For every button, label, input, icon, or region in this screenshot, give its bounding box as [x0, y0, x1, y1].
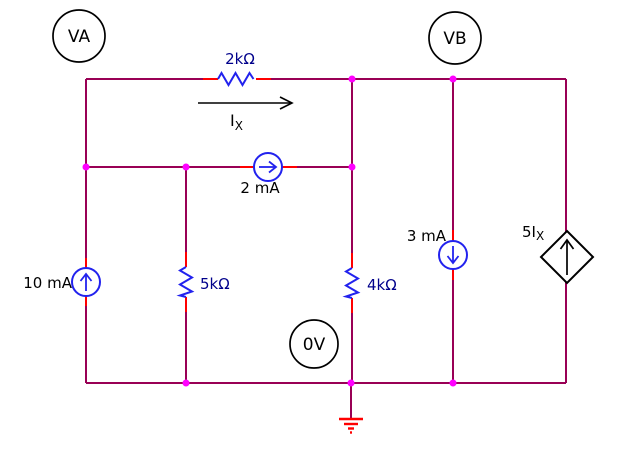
resistor-2k-mask [217, 70, 257, 88]
arrow-right-icon [259, 160, 278, 174]
junction-dot [449, 379, 457, 387]
junction-dot [82, 163, 90, 171]
ground-symbol[interactable] [339, 384, 363, 434]
junction-dot [182, 163, 190, 171]
junction-dot [347, 379, 355, 387]
node-label-0v[interactable]: 0V [289, 319, 339, 369]
current-source-10ma[interactable]: 10 mA [23, 258, 101, 306]
resistor-4k-value: 4kΩ [367, 276, 397, 294]
node-vb-text: VB [443, 29, 466, 49]
source-2ma-value: 2 mA [240, 179, 280, 197]
ix-arrow-head-icon [279, 96, 294, 110]
source-3ma-value: 3 mA [407, 227, 447, 245]
node-0v-text: 0V [303, 335, 326, 355]
node-va-circle [52, 9, 106, 63]
node-label-va[interactable]: VA [52, 9, 106, 63]
ground-bars [339, 417, 363, 434]
source-10ma-value: 10 mA [23, 274, 72, 292]
junction-dot [182, 379, 190, 387]
resistor-5k-value: 5kΩ [200, 275, 230, 293]
arrow-up-icon [79, 272, 93, 291]
node-vb-circle [428, 11, 482, 65]
junction-dot [449, 75, 457, 83]
resistor-5k-zigzag [176, 266, 195, 298]
ix-label: IX [230, 111, 243, 133]
resistor-4k-zigzag [342, 267, 361, 299]
current-source-2ma[interactable]: 2 mA [240, 152, 297, 197]
node-va-text: VA [68, 27, 91, 47]
node-0v-circle [289, 319, 339, 369]
junction-dot [348, 163, 356, 171]
resistor-4k[interactable]: 4kΩ [342, 253, 397, 313]
junction-dots [82, 75, 457, 387]
resistor-2k-value: 2kΩ [225, 50, 255, 68]
current-arrow-ix[interactable]: IX [198, 96, 294, 133]
resistor-2k[interactable]: 2kΩ [203, 50, 271, 88]
node-label-vb[interactable]: VB [428, 11, 482, 65]
arrow-down-icon [446, 246, 460, 265]
resistor-2k-zigzag [217, 71, 255, 87]
dependent-source-label: 5IX [522, 223, 544, 243]
resistor-5k[interactable]: 5kΩ [176, 252, 230, 312]
arrow-up-icon [559, 238, 575, 275]
dependent-source-5ix[interactable]: 5IX [522, 223, 595, 285]
junction-dot [348, 75, 356, 83]
current-source-3ma[interactable]: 3 mA [407, 227, 468, 280]
